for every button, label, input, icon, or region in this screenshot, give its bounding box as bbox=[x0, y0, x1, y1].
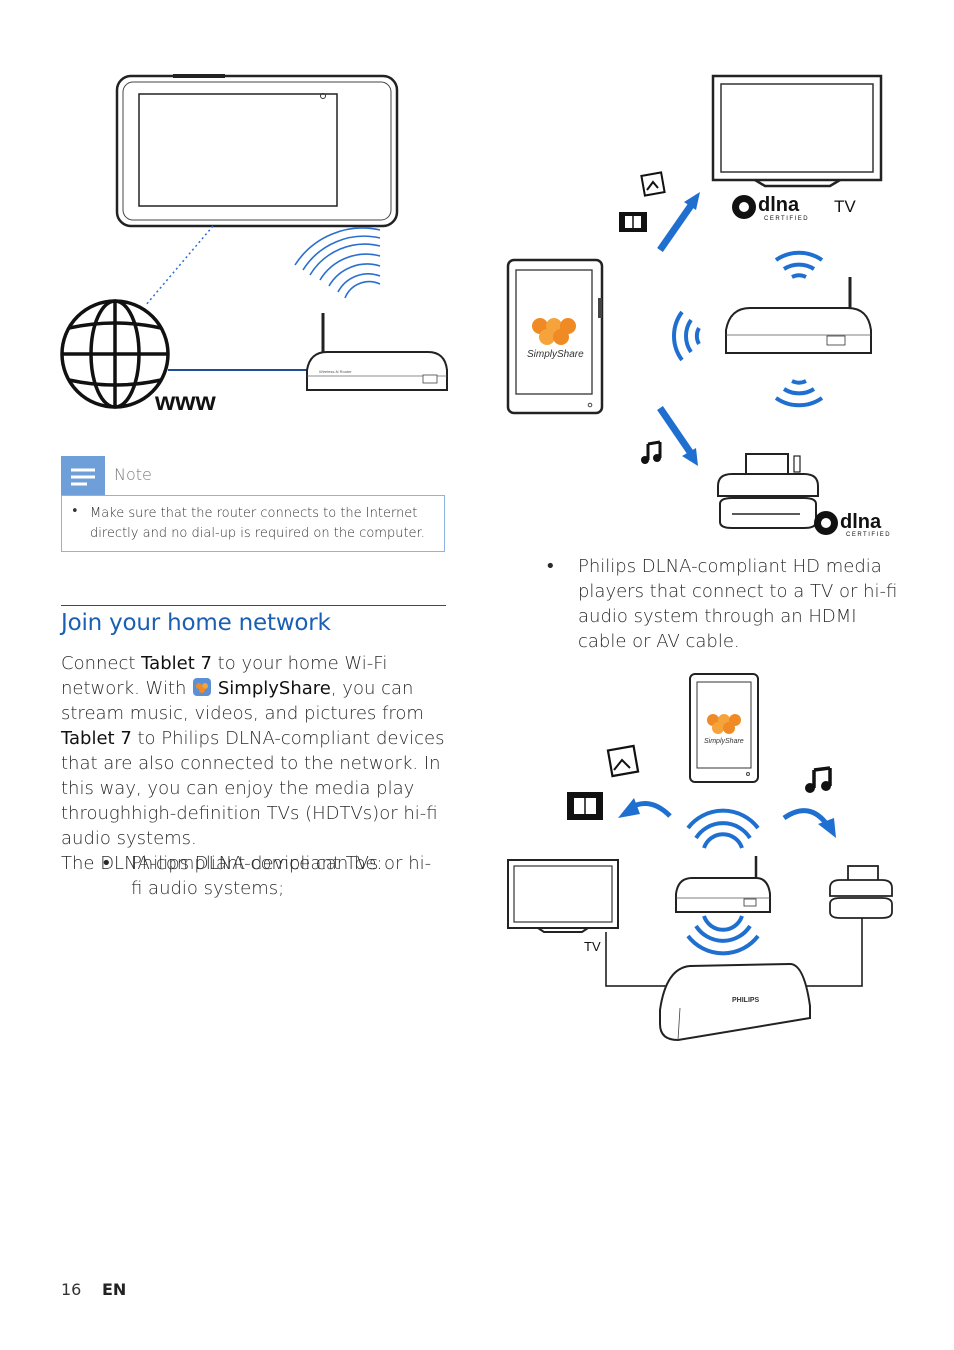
note-tab bbox=[61, 456, 105, 496]
dlna-certified-logo: dlna CERTIFIED bbox=[732, 194, 809, 222]
music-note-icon bbox=[641, 440, 662, 464]
globe-icon bbox=[60, 299, 170, 409]
hd-media-player-image: PHILIPS bbox=[659, 962, 811, 1042]
simplyshare-app-icon bbox=[192, 677, 212, 697]
tv-image bbox=[711, 74, 883, 188]
bullet-item: Philips DLNA-compliant HD media players … bbox=[578, 556, 898, 652]
note-title: Note bbox=[114, 465, 152, 484]
page-number: 16 bbox=[61, 1280, 82, 1299]
arrow-up-icon bbox=[657, 192, 700, 252]
bullet-marker: • bbox=[101, 853, 112, 874]
product-name: Tablet 7 bbox=[61, 728, 132, 749]
tv-label: TV bbox=[834, 197, 856, 216]
wifi-signal-icon bbox=[672, 250, 824, 408]
tablet-portrait-image: SimplyShare bbox=[689, 673, 759, 783]
router-image bbox=[725, 277, 872, 354]
svg-text:dlna: dlna bbox=[758, 194, 800, 216]
arrow-down-icon bbox=[657, 406, 698, 466]
film-icon bbox=[567, 792, 603, 820]
svg-text:dlna: dlna bbox=[840, 511, 882, 533]
section-rule bbox=[61, 605, 446, 606]
hifi-system-image bbox=[829, 865, 893, 919]
page-language: EN bbox=[102, 1280, 127, 1299]
note-text: Make sure that the router connects to th… bbox=[90, 506, 425, 541]
svg-text:Wireless-N Router: Wireless-N Router bbox=[319, 369, 352, 374]
music-note-icon bbox=[805, 766, 832, 793]
tv-label: TV bbox=[584, 939, 601, 954]
dlna-devices-illustration: dlna CERTIFIED TV SimplyShare bbox=[506, 74, 891, 538]
tablet-portrait-image: SimplyShare bbox=[506, 258, 604, 415]
simplyshare-logo: SimplyShare bbox=[527, 318, 584, 360]
product-name: Tablet 7 bbox=[141, 653, 212, 674]
bullet-item: Philips DLNA-compliant TVs or hi-fi audi… bbox=[131, 853, 432, 899]
router-image bbox=[675, 856, 771, 913]
wifi-signal-icon bbox=[686, 808, 760, 956]
app-name: SimplyShare bbox=[217, 678, 331, 699]
wireless-link-line bbox=[144, 225, 214, 307]
dlna-certified-logo: dlna CERTIFIED bbox=[814, 511, 891, 538]
note-icon bbox=[71, 468, 95, 486]
tablet-landscape-image bbox=[115, 74, 399, 228]
section-heading: Join your home network bbox=[61, 610, 331, 636]
note-bullet: • bbox=[71, 504, 79, 519]
photo-icon bbox=[640, 171, 666, 197]
wifi-signal-icon bbox=[294, 227, 381, 299]
tv-image bbox=[507, 859, 619, 933]
bullet-marker: • bbox=[545, 556, 556, 577]
internet-connection-illustration: www Wireless-N Router bbox=[60, 74, 448, 416]
svg-text:SimplyShare: SimplyShare bbox=[527, 349, 584, 360]
photo-icon bbox=[606, 744, 640, 778]
curved-arrow-left-icon bbox=[618, 798, 672, 818]
svg-text:CERTIFIED: CERTIFIED bbox=[846, 532, 891, 538]
svg-text:SimplyShare: SimplyShare bbox=[704, 738, 744, 745]
svg-text:PHILIPS: PHILIPS bbox=[732, 997, 760, 1004]
media-player-illustration: SimplyShare bbox=[507, 673, 893, 1042]
section-paragraph: Connect Tablet 7 to your home Wi-Fi netw… bbox=[61, 653, 445, 874]
note-box bbox=[61, 495, 445, 552]
curved-arrow-right-icon bbox=[782, 808, 836, 838]
simplyshare-logo: SimplyShare bbox=[704, 714, 744, 745]
www-label: www bbox=[154, 386, 216, 416]
hifi-system-image bbox=[717, 453, 819, 529]
film-icon bbox=[619, 212, 647, 232]
svg-text:CERTIFIED: CERTIFIED bbox=[764, 216, 809, 222]
av-cable-lines bbox=[605, 918, 863, 987]
router-image: Wireless-N Router bbox=[306, 313, 448, 391]
